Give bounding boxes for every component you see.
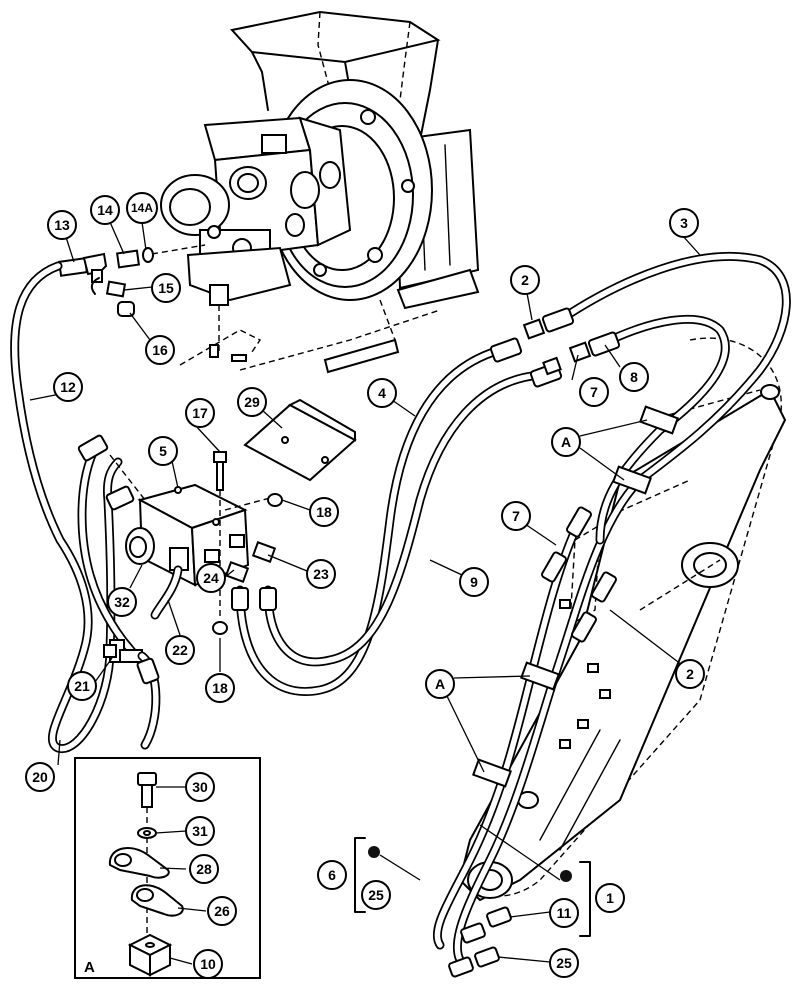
callout-31: 31 [185,816,215,846]
svg-text:7: 7 [590,384,598,400]
svg-text:14A: 14A [131,201,153,215]
pump-port-fittings [58,244,206,317]
detail-a-box [74,757,261,979]
svg-text:28: 28 [196,861,212,877]
callout-5: 5 [148,436,178,466]
hose-12-20 [10,261,145,753]
callout-17: 17 [185,398,215,428]
svg-text:A: A [561,434,571,450]
callout-23: 23 [306,559,336,589]
svg-text:25: 25 [556,955,572,971]
callout-7-mid: 7 [501,501,531,531]
svg-text:20: 20 [32,769,48,785]
bottom-fittings [448,906,512,978]
callout-29: 29 [237,387,267,417]
callout-7-top: 7 [579,377,609,407]
detail-a-label: A [84,959,95,976]
svg-text:22: 22 [172,642,188,658]
callout-1: 1 [595,883,625,913]
svg-text:15: 15 [158,280,174,296]
callout-6: 6 [317,860,347,890]
svg-text:7: 7 [512,508,520,524]
callout-20: 20 [25,762,55,792]
svg-text:9: 9 [470,574,478,590]
svg-text:12: 12 [60,379,76,395]
callouts: 13 14 14A 15 16 12 17 29 4 5 18 23 24 32… [25,192,705,979]
callout-21: 21 [67,671,97,701]
callout-24: 24 [196,563,226,593]
callout-2-mid: 2 [675,659,705,689]
svg-text:5: 5 [159,443,167,459]
svg-text:32: 32 [114,594,130,610]
callout-9: 9 [459,567,489,597]
callout-11: 11 [549,898,579,928]
svg-text:29: 29 [244,394,260,410]
callout-10: 10 [193,949,223,979]
tee-21 [103,639,161,750]
svg-text:1: 1 [606,890,614,906]
callout-14a: 14A [126,192,158,224]
callout-a-bottom: A [425,669,455,699]
callout-3: 3 [669,208,699,238]
svg-text:30: 30 [192,779,208,795]
svg-text:11: 11 [557,905,572,921]
callout-26: 26 [207,896,237,926]
callout-25-bracket: 25 [361,880,391,910]
valve-block [109,451,283,635]
callout-a-top: A [551,427,581,457]
svg-text:13: 13 [54,217,70,233]
callout-13: 13 [47,210,77,240]
svg-text:24: 24 [203,570,219,586]
callout-8: 8 [619,362,649,392]
callout-2-top: 2 [510,265,540,295]
svg-text:31: 31 [192,823,208,839]
callout-16: 16 [145,335,175,365]
arm-top-fittings [522,318,592,376]
svg-text:6: 6 [328,867,336,883]
callout-28: 28 [189,854,219,884]
svg-text:21: 21 [74,678,90,694]
svg-text:3: 3 [680,215,688,231]
svg-text:25: 25 [368,887,384,903]
svg-text:2: 2 [521,272,529,288]
svg-text:2: 2 [686,666,694,682]
callout-12: 12 [53,372,83,402]
callout-15: 15 [151,273,181,303]
leader-lines [29,221,701,965]
bracket-29 [243,398,357,482]
svg-text:8: 8 [630,369,638,385]
callout-32: 32 [107,587,137,617]
svg-text:23: 23 [313,566,329,582]
svg-text:10: 10 [200,956,216,972]
svg-text:18: 18 [316,504,332,520]
svg-text:16: 16 [152,342,168,358]
pump-motor-assembly [160,10,480,374]
hose-4-9 [231,337,563,696]
range-brackets [354,837,591,937]
callout-22: 22 [165,635,195,665]
callout-18-bottom: 18 [205,673,235,703]
callout-18-top: 18 [309,497,339,527]
callout-14: 14 [90,195,120,225]
svg-text:A: A [435,676,445,692]
svg-text:14: 14 [97,202,113,218]
svg-text:4: 4 [378,385,386,401]
svg-text:26: 26 [214,903,230,919]
svg-text:17: 17 [192,405,208,421]
callout-4: 4 [367,378,397,408]
callout-30: 30 [185,772,215,802]
svg-text:18: 18 [212,680,228,696]
callout-25-bottom: 25 [549,948,579,978]
